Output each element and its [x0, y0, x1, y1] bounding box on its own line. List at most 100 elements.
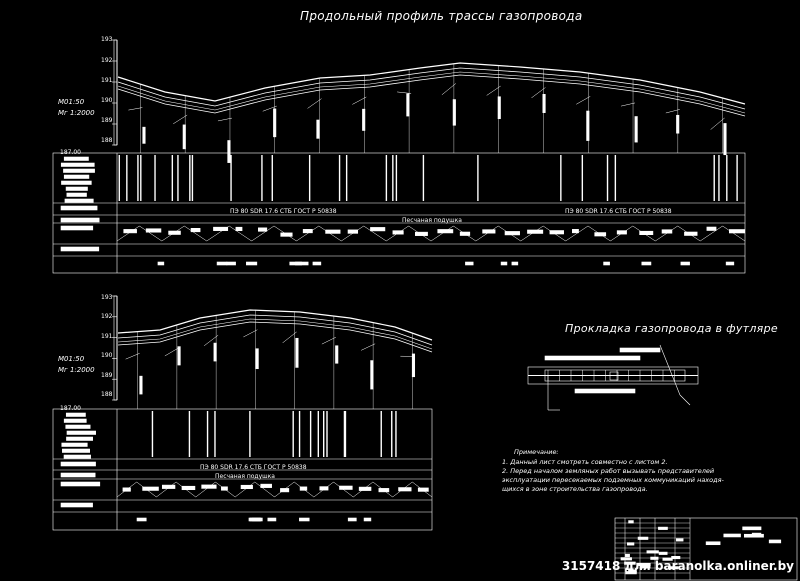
marker-bar: [227, 140, 231, 163]
horizontal-scale-label-1: Мг 1:2000: [58, 109, 95, 117]
leader-line: [321, 337, 336, 345]
ground-line-2: [117, 314, 433, 346]
slope-box: [221, 486, 228, 491]
marker-bar: [182, 124, 186, 150]
stamp-text-block: [624, 561, 636, 565]
marker-bar: [452, 99, 456, 126]
slope-box: [190, 228, 201, 233]
elev-tick: 192: [101, 313, 113, 320]
slope-box: [661, 229, 673, 234]
slope-box: [414, 231, 428, 236]
leader-line: [203, 334, 219, 346]
profile-2: [52, 295, 433, 531]
vertical-scale-label-1: М01:50: [58, 98, 85, 106]
elev-tick: 190: [101, 97, 113, 104]
leader-line: [307, 98, 322, 109]
elev-tick: 191: [101, 333, 113, 340]
marker-bar: [295, 337, 299, 368]
stamp-text-block: [628, 569, 637, 573]
slope-box: [302, 229, 313, 234]
profile-1: [52, 39, 746, 274]
stamp-text-block: [658, 551, 668, 555]
elev-tick: 190: [101, 352, 113, 359]
marker-bar: [406, 93, 410, 117]
datum-label-2: 187.00: [60, 405, 81, 412]
slope-box: [378, 488, 390, 493]
stamp-frame: [614, 517, 798, 581]
bottom-marker: [347, 517, 357, 522]
slope-box: [201, 484, 217, 489]
header-box: [62, 448, 90, 453]
slope-box: [594, 232, 607, 237]
marker-bar: [139, 375, 143, 395]
pipe-spec-1a: ПЭ 80 SDR 17.6 СТБ ГОСТ Р 50838: [230, 208, 337, 215]
header-box: [60, 502, 93, 508]
stamp-text-block: [628, 520, 634, 524]
slope-box: [370, 227, 386, 232]
header-box: [60, 225, 94, 231]
header-box: [63, 174, 90, 179]
slope-box: [122, 487, 131, 492]
casing-label-box: [574, 388, 636, 394]
leader-line: [659, 344, 681, 396]
stamp-text-block: [658, 526, 668, 530]
marker-bar: [142, 126, 146, 144]
slope-box: [213, 226, 229, 231]
header-box: [60, 472, 96, 478]
marker-bar: [213, 342, 217, 362]
slope-box: [684, 231, 698, 236]
marker-bar: [634, 116, 638, 143]
elev-tick: 192: [101, 57, 113, 64]
pipe-line: [117, 74, 746, 117]
title-block-stamp: [614, 517, 798, 581]
data-table-frame: [52, 152, 746, 274]
stamp-text-block: [626, 542, 635, 546]
leader-line: [361, 343, 376, 351]
ground-line-2: [117, 67, 746, 110]
slope-box: [549, 230, 564, 235]
bottom-marker: [246, 261, 258, 266]
pipe-line: [117, 321, 433, 353]
slope-box: [398, 487, 412, 492]
header-box: [60, 162, 95, 167]
elev-tick: 189: [101, 372, 113, 379]
slope-box: [280, 488, 290, 493]
stamp-text-block: [743, 533, 764, 538]
header-box: [60, 246, 100, 252]
slope-box: [437, 229, 454, 234]
marker-bar: [723, 123, 727, 156]
header-box: [60, 217, 100, 223]
slope-box: [616, 230, 627, 235]
stamp-text-block: [650, 556, 659, 560]
slope-box: [235, 226, 243, 231]
bottom-marker: [226, 261, 236, 266]
elev-tick: 191: [101, 77, 113, 84]
bottom-marker: [299, 517, 310, 522]
elev-tick: 188: [101, 391, 113, 398]
slope-box: [527, 229, 544, 234]
header-box: [64, 198, 94, 203]
notes-heading: Примечание:: [514, 448, 559, 456]
marker-bar: [676, 114, 680, 134]
pipe-spec-2: ПЭ 80 SDR 17.6 СТБ ГОСТ Р 50838: [200, 464, 307, 471]
elev-tick: 189: [101, 117, 113, 124]
slope-box: [325, 229, 341, 234]
header-box: [66, 192, 87, 197]
note-line-2: 2. Перед началом земляных работ вызывать…: [502, 467, 715, 475]
header-box: [65, 424, 91, 429]
slope-box: [571, 229, 579, 234]
stamp-text-block: [768, 539, 782, 544]
slope-box: [392, 230, 404, 235]
slope-box: [161, 484, 176, 489]
bedding-label-1: Песчаная подушка: [402, 217, 462, 224]
slope-box: [257, 227, 268, 232]
casing-inner: [544, 369, 686, 382]
header-box: [63, 156, 89, 161]
slope-box: [728, 229, 746, 234]
header-box: [63, 454, 91, 459]
stamp-text-block: [676, 538, 684, 542]
header-box: [61, 180, 92, 185]
slope-box: [358, 486, 372, 491]
leader-line: [710, 117, 725, 130]
